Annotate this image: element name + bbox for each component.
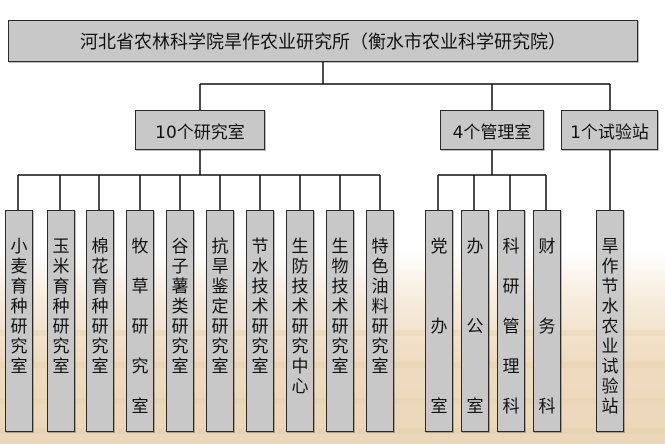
leaf-label: 生物技术研究室 <box>331 237 349 377</box>
group-label: 1个试验站 <box>570 122 649 143</box>
group-box-management: 4个管理室 <box>440 110 544 150</box>
leaf-box: 棉花育种研究室 <box>86 210 114 432</box>
leaf-box: 财务科 <box>533 210 561 432</box>
leaf-label: 生防技术研究中心 <box>291 237 309 397</box>
leaf-label: 财务科 <box>538 237 556 417</box>
leaf-box: 生物技术研究室 <box>326 210 354 432</box>
root-box: 河北省农林科学院旱作农业研究所（衡水市农业科学研究院） <box>8 20 638 62</box>
leaf-box: 办公室 <box>461 210 489 432</box>
group-box-research: 10个研究室 <box>135 110 265 150</box>
leaf-box: 特色油料研究室 <box>366 210 394 432</box>
leaf-box: 牧草研究室 <box>126 210 154 432</box>
leaf-box: 抗旱鉴定研究室 <box>206 210 234 432</box>
leaf-label: 牧草研究室 <box>131 237 149 417</box>
leaf-box: 节水技术研究室 <box>246 210 274 432</box>
leaf-box: 旱作节水农业试验站 <box>596 210 624 432</box>
root-label: 河北省农林科学院旱作农业研究所（衡水市农业科学研究院） <box>80 32 566 53</box>
group-label: 10个研究室 <box>155 122 245 143</box>
leaf-label: 办公室 <box>466 237 484 417</box>
leaf-label: 抗旱鉴定研究室 <box>211 237 229 377</box>
leaf-label: 特色油料研究室 <box>371 237 389 377</box>
leaf-label: 节水技术研究室 <box>251 237 269 377</box>
group-label: 4个管理室 <box>452 122 532 143</box>
leaf-label: 科研管理科 <box>502 237 520 417</box>
leaf-label: 旱作节水农业试验站 <box>601 237 619 417</box>
leaf-box: 党办室 <box>425 210 453 432</box>
leaf-label: 棉花育种研究室 <box>91 237 109 377</box>
leaf-label: 党办室 <box>430 237 448 417</box>
leaf-label: 谷子薯类研究室 <box>171 237 189 377</box>
leaf-box: 谷子薯类研究室 <box>166 210 194 432</box>
leaf-label: 玉米育种研究室 <box>52 237 70 377</box>
leaf-box: 生防技术研究中心 <box>286 210 314 432</box>
group-box-station: 1个试验站 <box>561 110 658 150</box>
leaf-label: 小麦育种研究室 <box>10 237 28 377</box>
leaf-box: 小麦育种研究室 <box>5 210 33 432</box>
leaf-box: 玉米育种研究室 <box>47 210 75 432</box>
leaf-box: 科研管理科 <box>497 210 525 432</box>
